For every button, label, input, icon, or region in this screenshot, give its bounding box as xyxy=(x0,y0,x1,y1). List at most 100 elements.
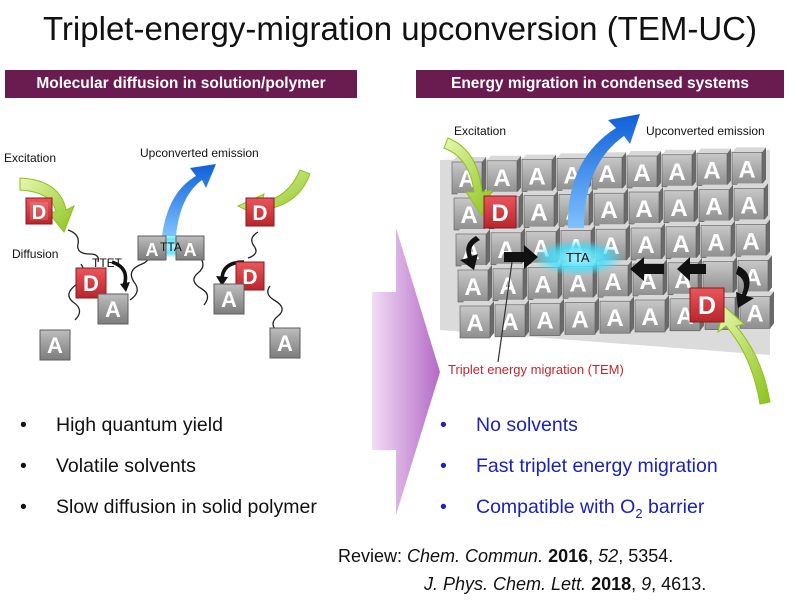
svg-text:A: A xyxy=(705,194,722,221)
left-bullet-2: •Volatile solvents xyxy=(20,455,196,477)
lattice-acceptor-cube: A xyxy=(494,299,529,338)
lattice-acceptor-cube: A xyxy=(733,183,768,221)
svg-text:A: A xyxy=(641,304,658,331)
svg-text:A: A xyxy=(146,240,159,260)
lattice-acceptor-cube: A xyxy=(628,187,663,225)
left-bullet-1: •High quantum yield xyxy=(20,414,223,436)
svg-text:A: A xyxy=(536,308,553,335)
svg-text:A: A xyxy=(184,240,197,260)
svg-text:A: A xyxy=(637,232,654,259)
lattice-acceptor-cube: A xyxy=(492,263,527,302)
donor-cube-right: D xyxy=(689,287,725,323)
left-excitation-label: Excitation xyxy=(4,151,57,165)
acceptor-cube: A xyxy=(97,293,129,325)
lattice-acceptor-cube: A xyxy=(661,149,696,188)
svg-text:A: A xyxy=(460,202,477,229)
lattice-acceptor-cube xyxy=(702,256,737,294)
svg-text:A: A xyxy=(707,230,724,257)
svg-text:A: A xyxy=(676,303,693,330)
svg-text:A: A xyxy=(47,333,63,358)
right-excitation-label: Excitation xyxy=(454,124,507,138)
right-bullet-3: •Compatible with O2 barrier xyxy=(440,496,705,521)
ttet-arrow-head xyxy=(120,282,130,292)
svg-text:A: A xyxy=(493,165,510,192)
excitation-arrow-left xyxy=(19,177,75,233)
tta-pair-left: A A xyxy=(137,235,205,261)
acceptor-cube: A xyxy=(39,329,71,361)
diffusion-path xyxy=(267,285,283,333)
svg-text:A: A xyxy=(569,270,586,297)
svg-text:A: A xyxy=(600,197,617,224)
lattice-acceptor-cube: A xyxy=(564,297,599,335)
svg-text:A: A xyxy=(528,164,545,191)
right-upconverted-label: Upconverted emission xyxy=(646,124,765,138)
svg-text:D: D xyxy=(32,202,46,224)
svg-text:A: A xyxy=(464,274,481,301)
review-line-1: Review: Chem. Commun. 2016, 52, 5354. xyxy=(338,546,674,566)
upconverted-arrow-right xyxy=(567,114,640,228)
svg-text:A: A xyxy=(571,306,588,333)
svg-text:A: A xyxy=(466,310,483,337)
lattice-acceptor-cube: A xyxy=(626,151,661,189)
svg-text:A: A xyxy=(604,269,621,296)
lattice-acceptor-cube: A xyxy=(700,220,735,258)
svg-text:A: A xyxy=(606,305,623,332)
lattice-acceptor-cube: A xyxy=(529,298,564,336)
excitation-arrow-right-bottom xyxy=(717,305,771,405)
svg-text:A: A xyxy=(534,272,551,299)
lattice-acceptor-cube: A xyxy=(630,223,665,261)
ttet-arrow-head xyxy=(216,276,228,286)
left-diffusion-label: Diffusion xyxy=(12,247,59,261)
left-ttet-label: TTET xyxy=(92,256,122,270)
transition-arrow xyxy=(372,228,440,515)
svg-text:A: A xyxy=(501,309,518,336)
lattice-acceptor-cube: A xyxy=(698,184,733,222)
svg-text:A: A xyxy=(530,200,547,227)
svg-text:A: A xyxy=(598,161,615,188)
lattice-acceptor-cube: A xyxy=(696,148,731,186)
slide-title: Triplet-energy-migration upconversion (T… xyxy=(43,10,757,47)
svg-text:A: A xyxy=(740,192,757,219)
svg-text:A: A xyxy=(105,297,121,322)
excitation-arrow-right-top xyxy=(443,137,493,218)
svg-text:A: A xyxy=(742,228,759,255)
lattice-acceptor-cube: A xyxy=(634,295,669,333)
lattice-acceptor-cube: A xyxy=(665,221,700,260)
lattice-acceptor-cube: A xyxy=(459,301,494,339)
acceptor-cube: A xyxy=(269,327,301,359)
donor-cube-right: D xyxy=(483,195,517,229)
right-bullet-1: •No solvents xyxy=(440,414,578,436)
svg-text:D: D xyxy=(83,271,99,296)
svg-text:D: D xyxy=(491,200,508,227)
donor-cube: D xyxy=(25,197,53,225)
right-tta-label: TTA xyxy=(566,250,590,265)
svg-text:A: A xyxy=(746,300,763,327)
acceptor-cube: A xyxy=(213,283,245,315)
svg-text:A: A xyxy=(221,287,237,312)
lattice-acceptor-cube: A xyxy=(663,185,698,224)
lattice-acceptor-cube: A xyxy=(599,296,634,334)
lattice-acceptor-cube: A xyxy=(731,147,766,185)
left-upconverted-label: Upconverted emission xyxy=(140,146,259,160)
svg-text:A: A xyxy=(277,331,293,356)
svg-text:A: A xyxy=(738,156,755,183)
tem-label: Triplet energy migration (TEM) xyxy=(448,362,624,377)
lattice-acceptor-cube: A xyxy=(521,154,556,192)
right-panel-header: Energy migration in condensed systems xyxy=(416,70,784,98)
left-bullet-3: •Slow diffusion in solid polymer xyxy=(20,496,317,518)
svg-text:D: D xyxy=(242,266,257,289)
diffusion-path xyxy=(193,254,209,306)
diffusion-path xyxy=(247,231,259,259)
lattice-acceptor-cube: A xyxy=(735,219,770,257)
donor-cube: D xyxy=(245,197,275,227)
donor-cube: D xyxy=(75,267,107,299)
left-panel-header: Molecular diffusion in solution/polymer xyxy=(5,70,357,98)
review-line-2: J. Phys. Chem. Lett. 2018, 9, 4613. xyxy=(424,574,707,594)
left-tta-label: TTA xyxy=(160,240,182,254)
lattice-acceptor-cube: A xyxy=(486,155,521,194)
left-diagram: D D D D A A A A xyxy=(19,164,311,361)
lattice-acceptor-cube: A xyxy=(457,265,492,303)
svg-text:D: D xyxy=(698,292,716,320)
svg-text:A: A xyxy=(635,196,652,223)
